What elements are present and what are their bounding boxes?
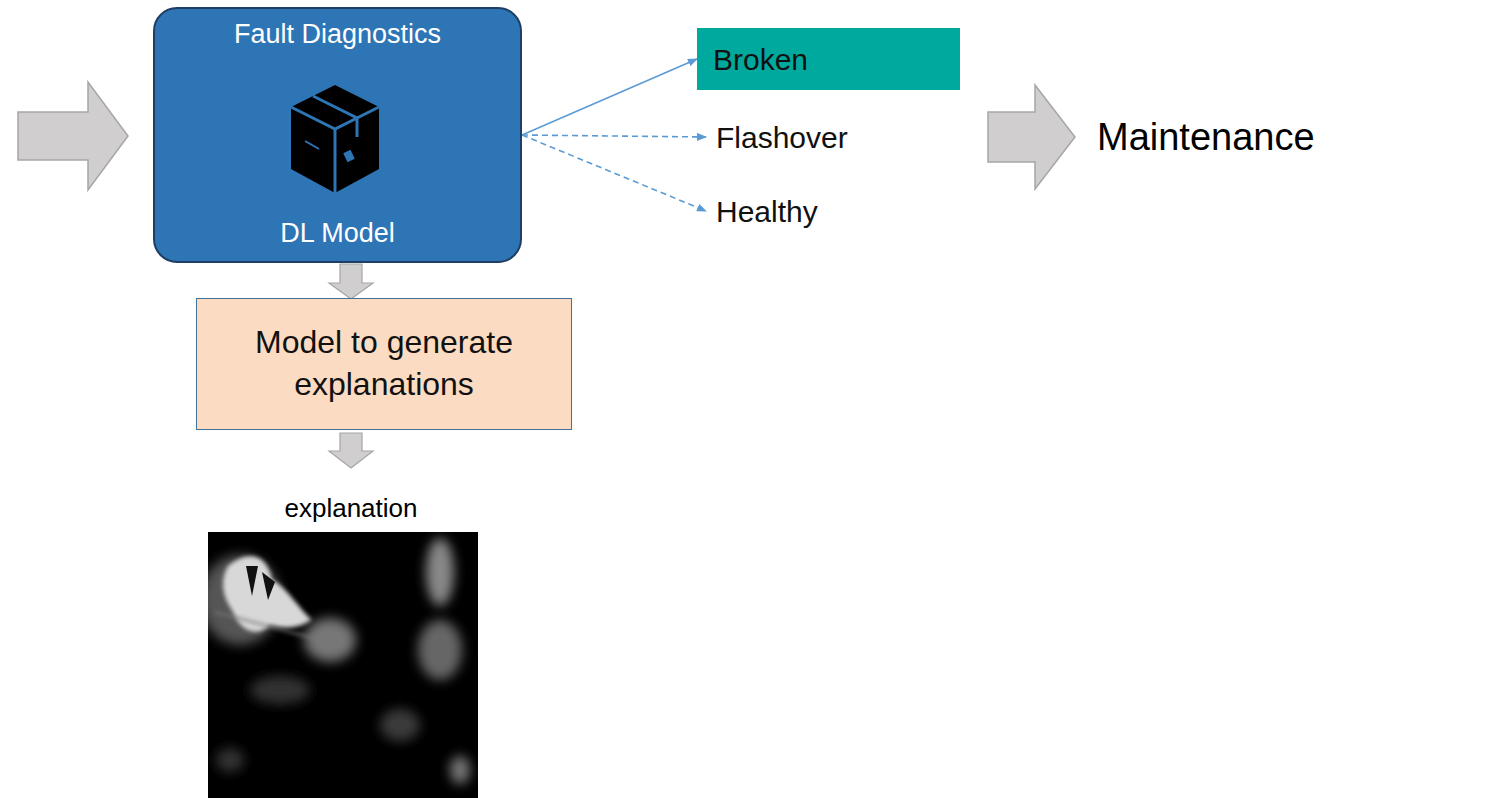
- down-block-arrow: [329, 433, 373, 468]
- node-text: Broken: [713, 40, 808, 79]
- box-title: Fault Diagnostics: [155, 19, 520, 50]
- solid-arrow: [522, 59, 697, 135]
- node-text: Healthy: [716, 192, 818, 231]
- black-box-icon: [285, 79, 385, 199]
- node-text: Model to generate explanations: [209, 322, 559, 405]
- class-label: Healthy: [706, 189, 946, 233]
- class-box: Broken: [697, 28, 960, 90]
- explanation-heatmap: [208, 532, 478, 798]
- down-block-arrow: [329, 264, 373, 299]
- image-caption: explanation: [285, 493, 418, 524]
- explainer-box: Model to generate explanations: [196, 298, 572, 430]
- box-subtitle: DL Model: [155, 218, 520, 249]
- input-block-arrow: [18, 82, 128, 190]
- model-box: Fault Diagnostics DL Model: [153, 7, 522, 263]
- class-label: Flashover: [706, 115, 946, 159]
- output-block-arrow: [988, 85, 1075, 189]
- outcome-label: Maintenance: [1097, 116, 1315, 159]
- node-text: Flashover: [716, 118, 848, 157]
- dashed-arrow: [522, 135, 706, 137]
- dashed-arrow: [522, 135, 706, 211]
